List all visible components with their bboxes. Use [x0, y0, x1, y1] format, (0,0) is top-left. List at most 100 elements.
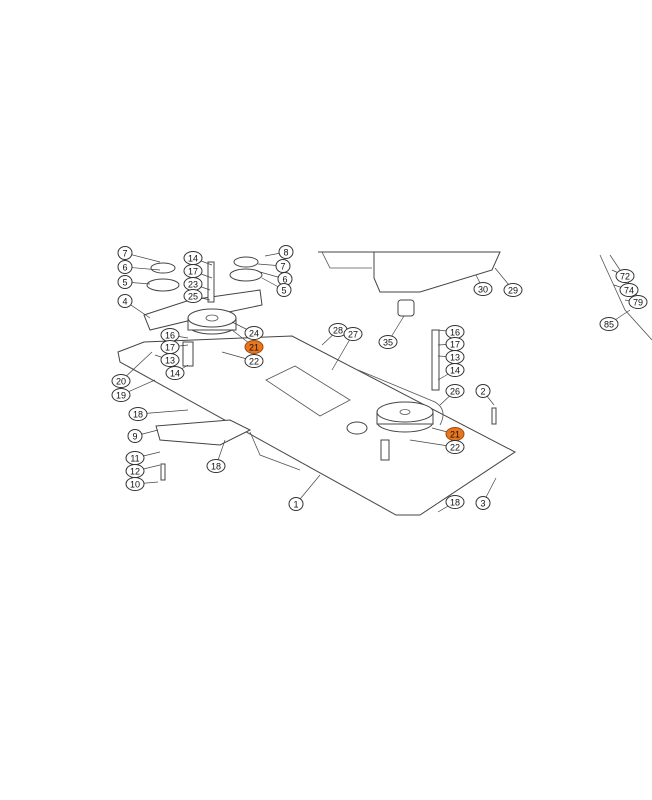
callout-part-7[interactable]: 7: [275, 259, 291, 273]
bolt: [207, 261, 215, 303]
callout-part-17[interactable]: 17: [445, 337, 465, 351]
callout-bubble: [288, 497, 304, 511]
callout-bubble: [445, 495, 465, 509]
callout-part-14[interactable]: 14: [183, 251, 203, 265]
callout-label: 29: [508, 286, 518, 296]
callout-label: 14: [188, 254, 198, 264]
callout-label: 3: [480, 499, 485, 509]
callout-part-20[interactable]: 20: [111, 374, 131, 388]
drawing: [117, 251, 652, 516]
callout-label: 26: [450, 387, 460, 397]
callout-part-22[interactable]: 22: [445, 440, 465, 454]
bearing: [229, 256, 263, 282]
callout-bubble: [244, 340, 264, 354]
callout-label: 16: [165, 331, 175, 341]
callout-part-13[interactable]: 13: [160, 353, 180, 367]
callout-bubble: [445, 384, 465, 398]
callout-part-23[interactable]: 23: [183, 277, 203, 291]
callout-label: 5: [281, 286, 286, 296]
bearing: [146, 262, 180, 292]
callout-bubble: [378, 335, 398, 349]
callout-label: 7: [280, 262, 285, 272]
callout-label: 27: [348, 330, 358, 340]
callout-label: 21: [450, 430, 460, 440]
callout-label: 17: [450, 340, 460, 350]
callout-label: 12: [130, 467, 140, 477]
callout-part-21[interactable]: 21: [244, 340, 264, 354]
callout-part-72[interactable]: 72: [615, 269, 635, 283]
callout-part-7[interactable]: 7: [117, 246, 133, 260]
callout-part-1[interactable]: 1: [288, 497, 304, 511]
shaft: [182, 341, 194, 367]
callout-part-17[interactable]: 17: [183, 264, 203, 278]
callout-part-14[interactable]: 14: [165, 366, 185, 380]
callout-part-24[interactable]: 24: [244, 326, 264, 340]
callout-part-2[interactable]: 2: [475, 384, 491, 398]
callout-label: 22: [249, 357, 259, 367]
callout-part-21[interactable]: 21: [445, 427, 465, 441]
callout-label: 35: [383, 338, 393, 348]
callout-part-11[interactable]: 11: [125, 451, 145, 465]
callout-part-18[interactable]: 18: [206, 459, 226, 473]
callout-part-35[interactable]: 35: [378, 335, 398, 349]
callout-bubble: [117, 246, 133, 260]
callout-part-3[interactable]: 3: [475, 496, 491, 510]
callout-part-74[interactable]: 74: [619, 283, 639, 297]
callout-label: 79: [633, 298, 643, 308]
callout-label: 72: [620, 272, 630, 282]
callout-part-19[interactable]: 19: [111, 388, 131, 402]
callout-part-5[interactable]: 5: [276, 283, 292, 297]
callout-part-9[interactable]: 9: [127, 429, 143, 443]
callout-part-6[interactable]: 6: [117, 260, 133, 274]
callout-label: 18: [133, 410, 143, 420]
pulley-left: [187, 308, 237, 335]
callout-bubble: [128, 407, 148, 421]
bolt: [491, 407, 497, 425]
callout-label: 6: [122, 263, 127, 273]
callout-part-26[interactable]: 26: [445, 384, 465, 398]
callout-bubble: [244, 354, 264, 368]
callout-part-14[interactable]: 14: [445, 363, 465, 377]
callout-part-5[interactable]: 5: [117, 275, 133, 289]
shaft: [431, 329, 440, 391]
pin: [380, 439, 390, 461]
base-plate-cutout: [265, 365, 351, 417]
callout-label: 16: [450, 328, 460, 338]
callout-bubble: [117, 260, 133, 274]
callout-label: 24: [249, 329, 259, 339]
pulley-right: [376, 401, 434, 433]
callout-part-12[interactable]: 12: [125, 464, 145, 478]
callout-label: 10: [130, 480, 140, 490]
callout-part-10[interactable]: 10: [125, 477, 145, 491]
callout-bubble: [475, 496, 491, 510]
callout-part-18[interactable]: 18: [128, 407, 148, 421]
callout-label: 14: [170, 369, 180, 379]
callout-part-17[interactable]: 17: [160, 340, 180, 354]
callout-part-8[interactable]: 8: [278, 245, 294, 259]
callout-label: 4: [122, 297, 127, 307]
callout-part-30[interactable]: 30: [473, 282, 493, 296]
callout-label: 18: [450, 498, 460, 508]
callout-part-29[interactable]: 29: [503, 283, 523, 297]
callout-bubble: [615, 269, 635, 283]
callout-part-79[interactable]: 79: [628, 295, 648, 309]
callout-label: 1: [293, 500, 298, 510]
callout-bubble: [117, 275, 133, 289]
callout-label: 25: [188, 292, 198, 302]
callout-part-18[interactable]: 18: [445, 495, 465, 509]
callout-part-16[interactable]: 16: [160, 328, 180, 342]
callout-part-22[interactable]: 22: [244, 354, 264, 368]
callout-part-16[interactable]: 16: [445, 325, 465, 339]
callout-label: 9: [132, 432, 137, 442]
callout-bubble: [599, 317, 619, 331]
callout-part-13[interactable]: 13: [445, 350, 465, 364]
boss: [346, 421, 368, 435]
callout-label: 8: [283, 248, 288, 258]
callout-part-27[interactable]: 27: [343, 327, 363, 341]
callout-part-4[interactable]: 4: [117, 294, 133, 308]
callouts: 7654141723258765242122161713142019189111…: [111, 245, 648, 511]
callout-label: 7: [122, 249, 127, 259]
callout-part-85[interactable]: 85: [599, 317, 619, 331]
callout-part-25[interactable]: 25: [183, 289, 203, 303]
